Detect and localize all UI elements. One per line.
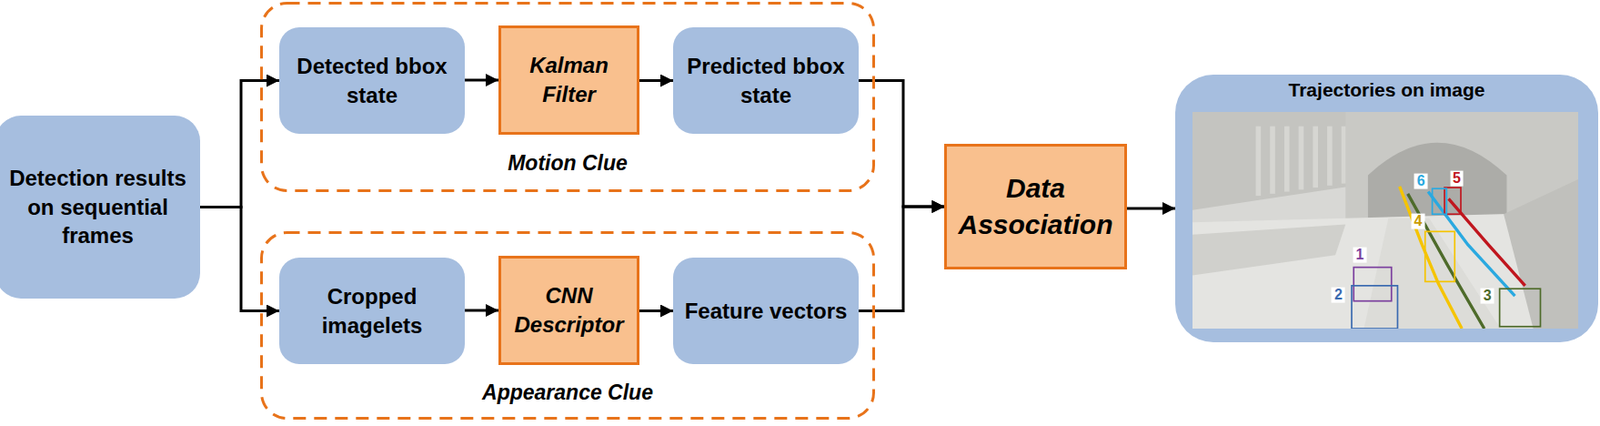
box-text: Detected bbox state <box>288 51 456 110</box>
photo-holder: 1 2 3 4 5 6 <box>1192 111 1579 329</box>
flow-arrow <box>639 309 674 312</box>
callout-number: 1 <box>1353 247 1368 263</box>
box-text: Detection results on sequential frames <box>4 163 192 251</box>
panel-title: Trajectories on image <box>1175 77 1599 103</box>
box-text: Cropped imagelets <box>288 281 456 340</box>
trajectory-line <box>1449 198 1526 285</box>
box-text: Data Association <box>955 170 1115 242</box>
process-box: CNN Descriptor <box>498 255 640 365</box>
box-text: Feature vectors <box>684 296 848 326</box>
process-box: Data Association <box>944 143 1127 270</box>
trajectory-line <box>1399 186 1462 329</box>
bounding-box <box>1425 231 1456 282</box>
tunnel-columns <box>1256 126 1348 196</box>
callout-number: 3 <box>1480 287 1495 303</box>
flow-arrow <box>200 80 280 208</box>
flow-arrow <box>1127 207 1176 211</box>
bounding-box <box>1353 267 1392 302</box>
trajectory-line <box>1428 191 1515 297</box>
callout-number: 5 <box>1449 171 1464 187</box>
bounding-box <box>1432 188 1448 214</box>
flow-arrow <box>639 79 674 82</box>
data-box: Detected bbox state <box>279 27 465 134</box>
data-box: Cropped imagelets <box>279 257 465 364</box>
dashed-group: Motion Clue Detected bbox state Kalman Fil… <box>260 1 876 192</box>
callout-number: 4 <box>1410 213 1425 230</box>
bounding-box <box>1351 285 1398 329</box>
group-label: Motion Clue <box>260 149 876 177</box>
flow-arrow <box>200 207 280 312</box>
callout-number: 6 <box>1414 173 1429 190</box>
box-text: Predicted bbox state <box>682 51 850 110</box>
data-box: Predicted bbox state <box>673 27 859 134</box>
left-tunnel <box>1192 111 1356 211</box>
box-text: CNN Descriptor <box>510 281 628 339</box>
tracking-photo <box>1192 111 1579 329</box>
flow-arrow <box>464 79 499 82</box>
photo-ground <box>1192 111 1579 329</box>
process-box: Kalman Filter <box>498 25 640 135</box>
data-box: Feature vectors <box>673 257 859 364</box>
input-box: Detection results on sequential frames <box>0 115 201 299</box>
dashed-group: Appearance Clue Cropped imagelets CNN Desc… <box>260 231 876 420</box>
group-label: Appearance Clue <box>260 378 876 406</box>
bounding-box <box>1499 288 1541 327</box>
callout-number: 2 <box>1331 286 1346 302</box>
flow-arrow <box>464 309 499 312</box>
box-text: Kalman Filter <box>510 50 628 109</box>
flow-arrow <box>858 80 945 208</box>
output-panel: Trajectories on image 1 2 3 4 5 6 <box>1175 74 1599 343</box>
flow-arrow <box>858 206 945 312</box>
fence <box>1192 223 1346 275</box>
